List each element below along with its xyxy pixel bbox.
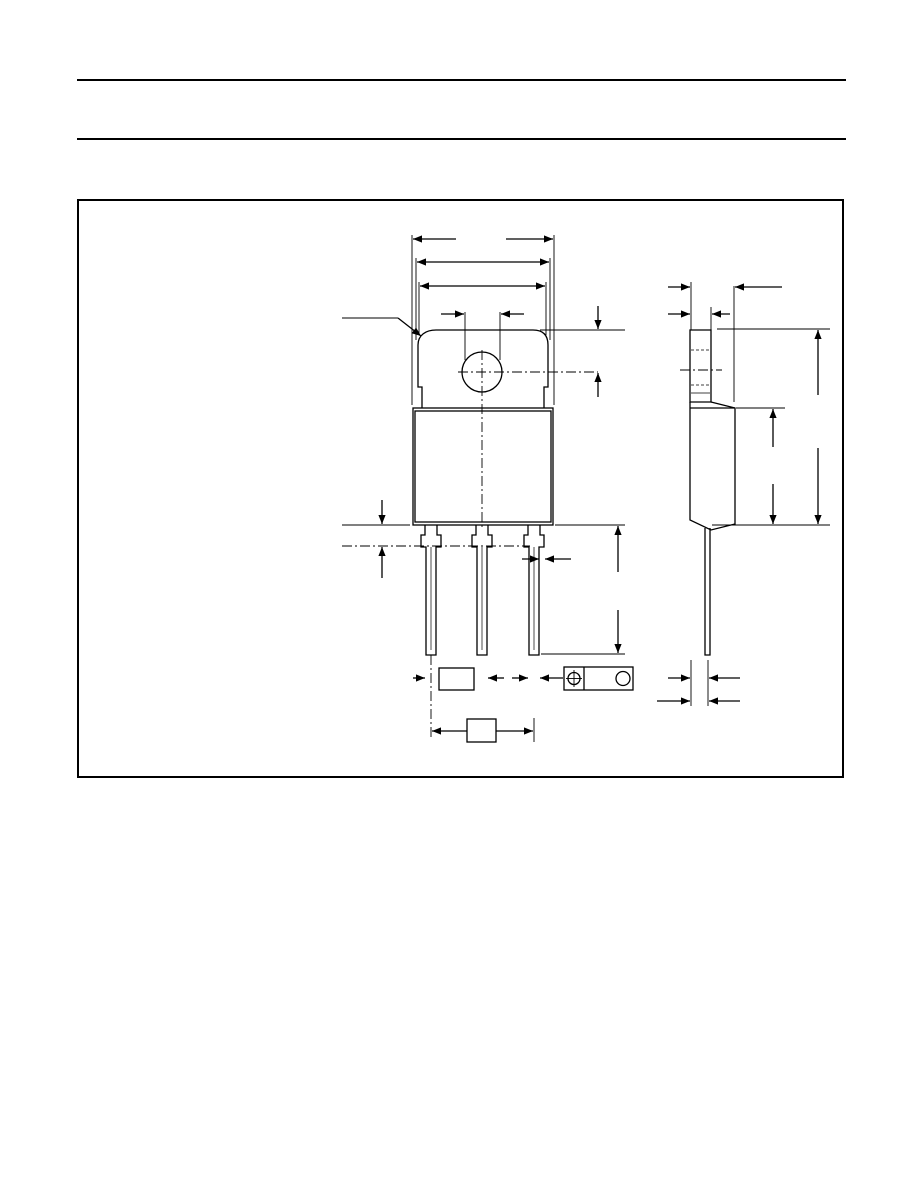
side-tab-outline [689, 329, 712, 403]
feature-control-frame [563, 666, 634, 691]
tolerance-box-2 [466, 718, 497, 743]
tolerance-box-1 [438, 667, 475, 691]
tab-outline [417, 329, 549, 408]
mmc-symbol-icon [615, 670, 631, 687]
side-view [657, 282, 830, 706]
leader-tab-arrow [397, 317, 422, 337]
side-lead [704, 528, 711, 656]
lead-2-shoulder [471, 525, 493, 656]
drawing-frame [77, 199, 844, 778]
package-body-inner [414, 410, 552, 523]
lead-3-shoulder [523, 525, 545, 656]
front-view [342, 235, 634, 743]
side-body-outline [689, 401, 736, 531]
package-body [412, 407, 554, 526]
